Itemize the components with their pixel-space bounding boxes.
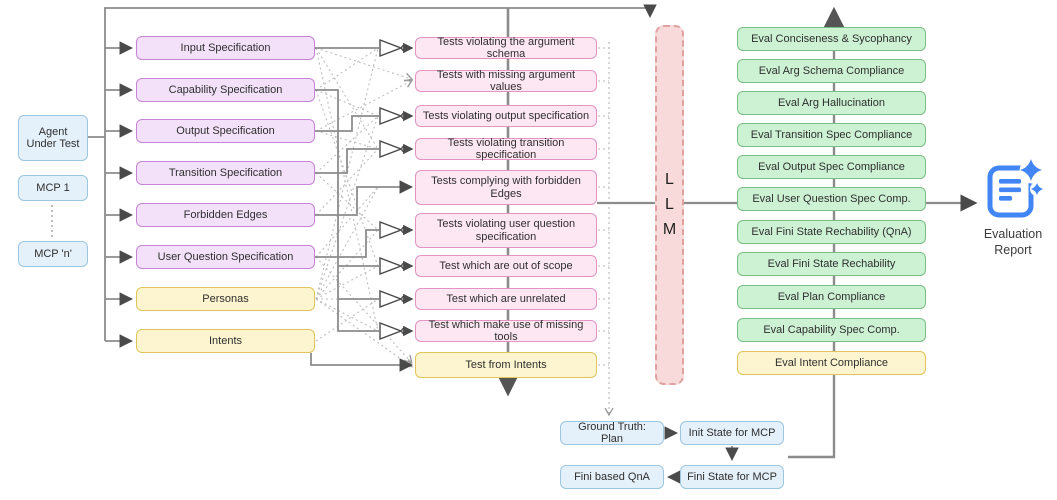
llm-letter: L [665,196,674,214]
evaluation-report-label: Evaluation Report [973,226,1053,259]
not-gate-icon [379,38,414,58]
eval-box-arg-schema-compliance: Eval Arg Schema Compliance [737,59,926,83]
llm-letter: L [665,171,674,189]
dotted-mesh [315,47,414,368]
eval-label: Eval Plan Compliance [777,290,886,303]
test-label: Tests violating the argument schema [437,35,575,60]
llm-letter: M [662,220,677,238]
not-gate-icon [379,106,414,126]
spec-box-transition-specification: Transition Specification [136,161,315,185]
eval-box-capability-spec-comp: Eval Capability Spec Comp. [737,318,926,342]
test-label: Test which are unrelated [446,292,566,305]
spec-label: User Question Specification [157,250,294,263]
agent-under-test-label: Agent Under Test [26,125,80,150]
sparkle-icon [1020,159,1042,181]
spec-box-intents: Intents [136,329,315,353]
sparkle-icon [1031,183,1043,195]
mcp-n-label: MCP 'n' [34,247,72,260]
test-label: Tests violating transition specification [447,136,565,161]
fini-state-mcp-box: Fini State for MCP [680,465,784,489]
test-box-out-of-scope: Test which are out of scope [415,255,597,277]
eval-label: Eval Transition Spec Compliance [750,128,913,141]
test-label: Tests violating user question specificat… [436,218,576,243]
eval-box-transition-spec-compliance: Eval Transition Spec Compliance [737,123,926,147]
mcp-1-label: MCP 1 [36,181,70,194]
eval-box-plan-compliance: Eval Plan Compliance [737,285,926,309]
eval-box-conciseness-sycophancy: Eval Conciseness & Sycophancy [737,27,926,51]
llm-box: L L M [655,25,684,385]
eval-box-output-spec-compliance: Eval Output Spec Compliance [737,155,926,179]
eval-label: Eval Arg Hallucination [777,96,885,109]
eval-label: Eval Capability Spec Comp. [763,323,900,336]
not-gate-icon [379,220,414,240]
mcp-n-box: MCP 'n' [18,241,88,267]
eval-label: Eval Output Spec Compliance [758,160,905,173]
test-label: Tests complying with forbidden Edges [431,175,581,200]
not-gate-icon [379,139,414,159]
spec-box-input-specification: Input Specification [136,36,315,60]
spec-box-personas: Personas [136,287,315,311]
not-gate-icon [379,321,414,341]
init-state-mcp-label: Init State for MCP [688,426,776,439]
mcp-1-box: MCP 1 [18,175,88,201]
test-box-argument-schema: Tests violating the argument schema [415,35,597,60]
test-label: Test which are out of scope [439,259,573,272]
test-box-user-question: Tests violating user question specificat… [415,213,597,248]
dotted-collector [598,42,614,417]
spec-label: Transition Specification [168,166,283,179]
spec-box-user-question-specification: User Question Specification [136,245,315,269]
eval-label: Eval User Question Spec Comp. [752,192,911,205]
not-gate-icon [379,256,414,276]
test-box-forbidden-edges: Tests complying with forbidden Edges [415,170,597,205]
not-gate-icon [379,289,414,309]
eval-box-user-question-spec-comp: Eval User Question Spec Comp. [737,187,926,211]
eval-box-arg-hallucination: Eval Arg Hallucination [737,91,926,115]
test-label: Test which make use of missing tools [428,318,584,343]
eval-label: Eval Conciseness & Sycophancy [751,32,912,45]
eval-box-fini-state-rechability-qna: Eval Fini State Rechability (QnA) [737,220,926,244]
eval-box-fini-state-rechability: Eval Fini State Rechability [737,252,926,276]
spec-label: Input Specification [180,41,271,54]
test-box-unrelated: Test which are unrelated [415,288,597,310]
test-box-missing-tools: Test which make use of missing tools [415,318,597,343]
spec-label: Forbidden Edges [183,208,268,221]
spec-label: Personas [202,292,249,305]
spec-label: Intents [208,334,243,347]
init-state-mcp-box: Init State for MCP [680,421,784,445]
fini-based-qna-label: Fini based QnA [574,470,650,483]
test-box-from-intents: Test from Intents [415,352,597,378]
spec-box-forbidden-edges: Forbidden Edges [136,203,315,227]
eval-box-intent-compliance: Eval Intent Compliance [737,351,926,375]
evaluation-report-label-line1: Evaluation [983,227,1043,241]
eval-label: Eval Fini State Rechability (QnA) [751,225,912,238]
not-gate-icons [379,38,414,341]
test-label: Tests with missing argument values [436,68,576,93]
spec-box-capability-specification: Capability Specification [136,78,315,102]
test-label: Tests violating output specification [422,109,590,122]
eval-label: Eval Intent Compliance [774,356,889,369]
evaluation-report-label-line2: Report [994,243,1032,258]
fini-based-qna-box: Fini based QnA [560,465,664,489]
fini-state-mcp-label: Fini State for MCP [687,470,777,483]
spec-box-output-specification: Output Specification [136,119,315,143]
test-box-transition-specification: Tests violating transition specification [415,136,597,161]
test-box-output-specification: Tests violating output specification [415,105,597,127]
test-box-missing-argument-values: Tests with missing argument values [415,68,597,93]
eval-label: Eval Fini State Rechability [767,257,896,270]
eval-label: Eval Arg Schema Compliance [758,64,905,77]
ground-truth-plan-box: Ground Truth: Plan [560,421,664,445]
ground-truth-plan-label: Ground Truth: Plan [578,420,646,445]
evaluation-report-icon [987,158,1045,218]
agent-under-test-box: Agent Under Test [18,115,88,161]
spec-label: Output Specification [176,124,275,137]
test-label: Test from Intents [465,358,547,371]
spec-label: Capability Specification [168,83,283,96]
